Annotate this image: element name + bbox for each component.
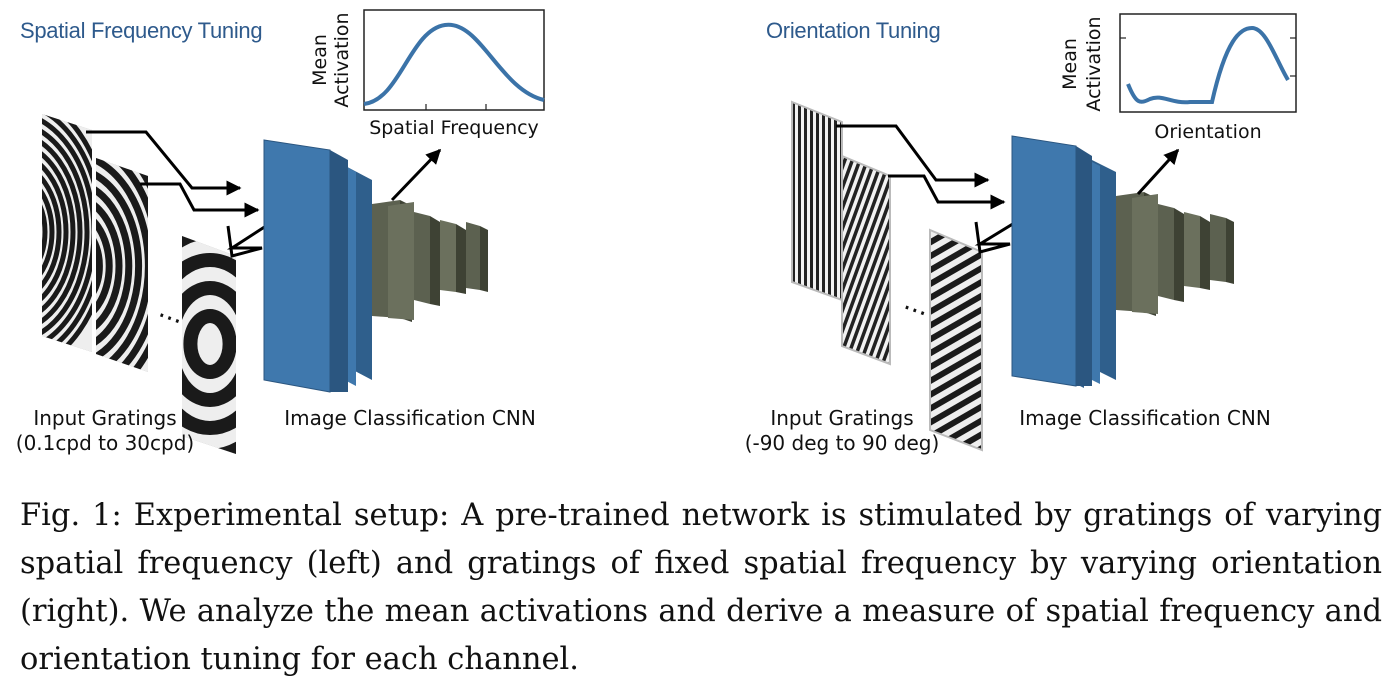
left-gratings: ... xyxy=(42,114,236,454)
right-tuning-curve xyxy=(1126,25,1290,105)
concentric-pattern xyxy=(96,158,148,372)
right-cnn xyxy=(1011,135,1234,388)
right-plot-frame xyxy=(1119,13,1297,113)
left-plot-frame xyxy=(363,9,545,111)
left-xlabel: Spatial Frequency xyxy=(369,117,539,139)
right-panel-title: Orientation Tuning xyxy=(766,18,940,43)
right-xlabel: Orientation xyxy=(1154,121,1261,143)
concentric-pattern xyxy=(42,114,92,352)
right-ellipsis: ... xyxy=(900,286,934,323)
concentric-pattern xyxy=(182,236,236,454)
figure-diagram: Spatial Frequency Tuning Mean Activation… xyxy=(16,9,1297,455)
right-input-label-line1: Input Gratings xyxy=(770,406,913,430)
grating-4 xyxy=(791,100,843,302)
left-cnn xyxy=(263,139,488,393)
left-panel-title: Spatial Frequency Tuning xyxy=(20,18,262,43)
left-tuning-curve xyxy=(363,22,545,106)
figure-caption: Fig. 1: Experimental setup: A pre-traine… xyxy=(20,492,1382,684)
left-cnn-label: Image Classification CNN xyxy=(284,406,536,430)
right-gratings: ... xyxy=(791,100,983,452)
left-tuning-plot: Mean Activation Spatial Frequency xyxy=(309,9,545,139)
left-ylabel-line1: Mean xyxy=(309,34,331,86)
right-ylabel-line1: Mean xyxy=(1059,38,1081,90)
grating-5 xyxy=(841,154,891,366)
right-cnn-label: Image Classification CNN xyxy=(1019,406,1271,430)
left-input-label-line1: Input Gratings xyxy=(33,406,176,430)
right-input-label-line2: (-90 deg to 90 deg) xyxy=(745,431,940,455)
right-tuning-plot: Mean Activation Orientation xyxy=(1059,13,1297,143)
right-ylabel-line2: Activation xyxy=(1083,16,1105,111)
left-input-label-line2: (0.1cpd to 30cpd) xyxy=(16,431,194,455)
caption-prefix: Fig. 1: xyxy=(20,498,122,533)
left-ylabel-line2: Activation xyxy=(331,12,353,107)
grating-6 xyxy=(929,228,983,452)
caption-text: Experimental setup: A pre-trained networ… xyxy=(20,498,1382,677)
